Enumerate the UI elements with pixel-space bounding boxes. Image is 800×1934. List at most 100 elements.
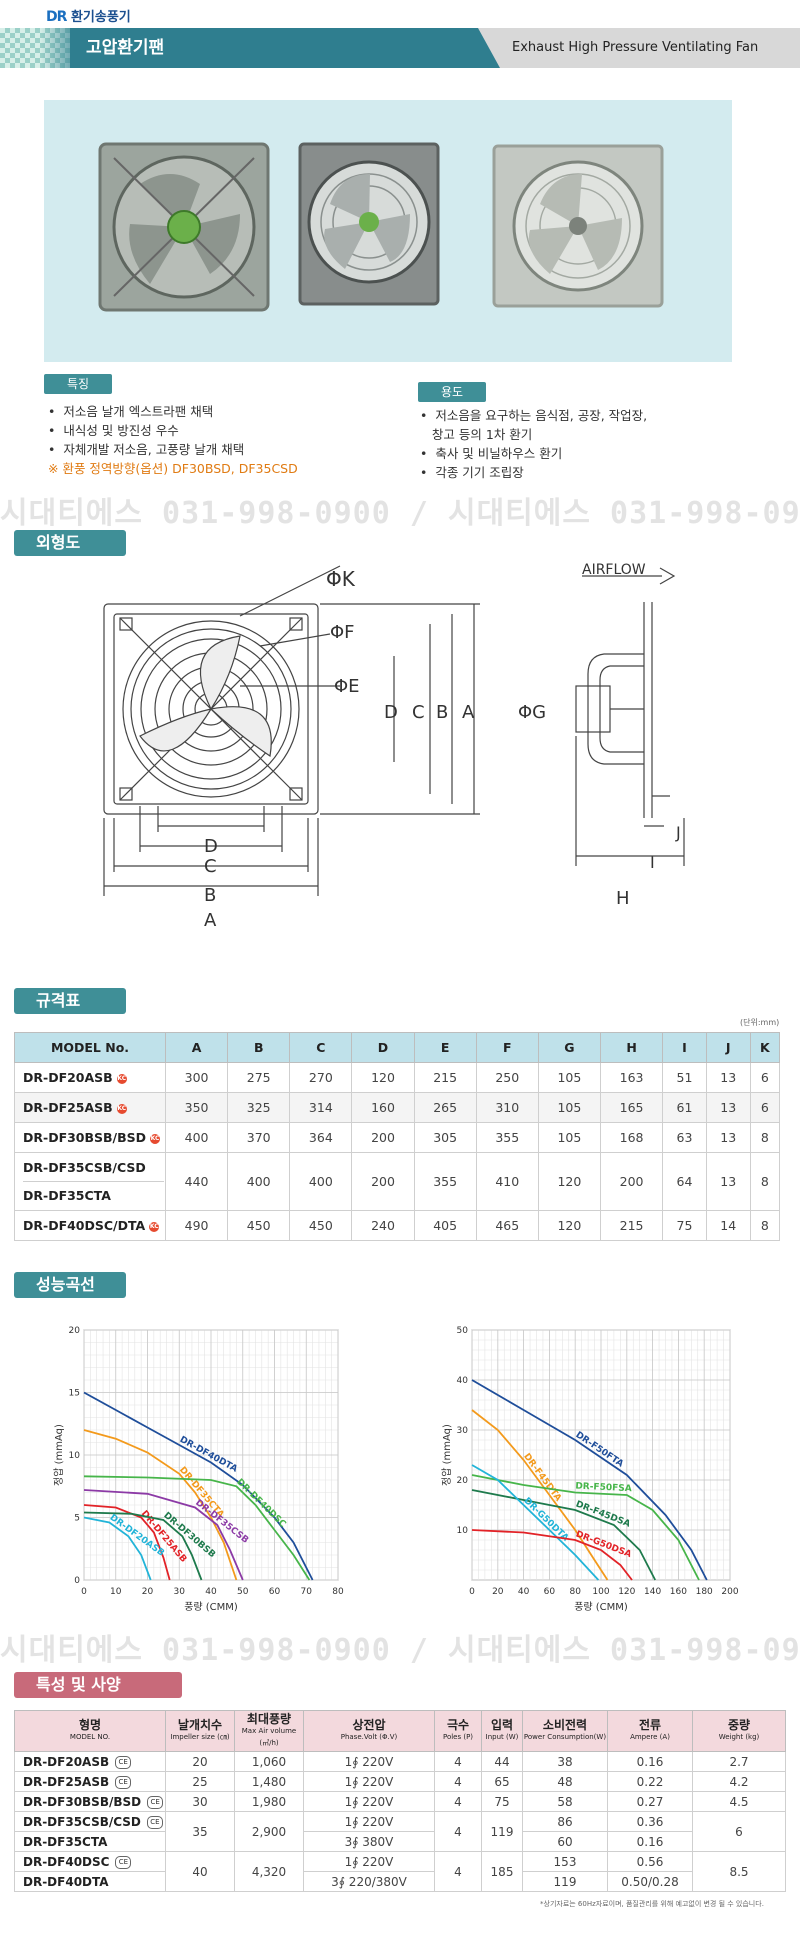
- char-cell: 4.2: [692, 1771, 786, 1792]
- spec-cell: 355: [475, 1122, 539, 1153]
- char-cell: 2,900: [234, 1811, 304, 1852]
- char-cell: 0.16: [607, 1831, 693, 1852]
- dim-d-h: D: [204, 836, 218, 857]
- char-row: DR-DF35CTA 3∮ 380V 60 0.16: [14, 1831, 786, 1852]
- spec-cell: 105: [537, 1092, 601, 1123]
- x-tick-label: 20: [142, 1587, 154, 1597]
- use-item: • 축사 및 비닐하우스 환기: [420, 446, 563, 461]
- spec-cell: 8: [749, 1122, 781, 1153]
- dim-d-v: D: [384, 702, 398, 723]
- dim-phi-e: ΦE: [334, 676, 360, 697]
- char-model: DR-DF35CTA: [14, 1831, 166, 1852]
- use-item: • 저소음을 요구하는 음식점, 공장, 작업장,: [420, 408, 648, 423]
- fan-photo-3: [492, 144, 664, 308]
- char-cell: 4.5: [692, 1791, 786, 1812]
- product-photos: [98, 142, 664, 312]
- char-cell: 0.16: [607, 1751, 693, 1772]
- dim-c-v: C: [412, 702, 425, 723]
- spec-cell: 250: [475, 1062, 539, 1093]
- section-title-spec: 규격표: [14, 988, 126, 1014]
- char-cell: 65: [481, 1771, 523, 1792]
- char-cell: 40: [165, 1851, 235, 1892]
- ce-mark-icon: CE: [146, 1815, 163, 1829]
- char-cell: 44: [481, 1751, 523, 1772]
- header-fade: [40, 28, 90, 68]
- x-tick-label: 80: [332, 1587, 344, 1597]
- spec-header: D: [351, 1032, 415, 1063]
- spec-cell: 325: [227, 1092, 291, 1123]
- y-tick-label: 20: [69, 1326, 81, 1336]
- spec-cell: 240: [351, 1210, 415, 1241]
- x-tick-label: 0: [469, 1587, 475, 1597]
- series-line-dr-f45dta: [471, 1409, 609, 1581]
- spec-header: G: [537, 1032, 601, 1063]
- y-tick-label: 15: [69, 1389, 80, 1399]
- char-cell: 1∮ 220V: [303, 1771, 435, 1792]
- spec-cell: 6: [749, 1092, 781, 1123]
- spec-cell: 8: [749, 1210, 781, 1241]
- char-cell: 48: [522, 1771, 608, 1792]
- char-cell: 0.27: [607, 1791, 693, 1812]
- char-cell: 8.5: [692, 1851, 786, 1892]
- dim-phi-f: ΦF: [330, 622, 355, 643]
- airflow-label: AIRFLOW: [582, 562, 646, 578]
- product-photo-panel: [44, 100, 732, 362]
- spec-cell: 300: [164, 1062, 229, 1093]
- ce-mark-icon: CE: [115, 1755, 132, 1769]
- watermark: 시대티에스 031-998-0900 / 시대티에스 031-998-0900 …: [0, 496, 800, 531]
- spec-cell: 61: [662, 1092, 707, 1123]
- brand-mark: DR: [46, 9, 67, 25]
- header-subtitle-bar: [500, 28, 800, 68]
- dim-c-h: C: [204, 856, 217, 877]
- uses-list: • 저소음을 요구하는 음식점, 공장, 작업장, 창고 등의 1차 환기 • …: [420, 406, 647, 482]
- section-title-drawing: 외형도: [14, 530, 126, 556]
- char-cell: 58: [522, 1791, 608, 1812]
- char-cell: 119: [522, 1871, 608, 1892]
- x-tick-label: 30: [174, 1587, 186, 1597]
- series-line-dr-g50dta: [471, 1464, 600, 1581]
- series-line-dr-df20asb: [83, 1516, 152, 1581]
- char-cell: 30: [165, 1791, 235, 1812]
- spec-cell: 400: [164, 1122, 229, 1153]
- char-cell: 86: [522, 1811, 608, 1832]
- dim-j: J: [675, 823, 681, 842]
- char-cell: 1,980: [234, 1791, 304, 1812]
- spec-cell: 440: [164, 1152, 229, 1211]
- spec-cell: 350: [164, 1092, 229, 1123]
- outline-drawing: ΦK ΦF ΦE D C B A D C B A ΦG J I H AIRFLO…: [103, 562, 685, 931]
- series-line-dr-df35cta: [83, 1429, 238, 1581]
- series-label: DR-F50FSA: [575, 1482, 632, 1495]
- char-cell: 0.50/0.28: [607, 1871, 693, 1892]
- x-tick-label: 160: [670, 1587, 687, 1597]
- series-line-dr-df25asb: [83, 1504, 171, 1581]
- y-tick-label: 0: [74, 1576, 80, 1586]
- x-tick-label: 0: [81, 1587, 87, 1597]
- dim-phi-g: ΦG: [518, 702, 546, 723]
- spec-cell: 165: [599, 1092, 664, 1123]
- char-cell: 0.22: [607, 1771, 693, 1792]
- ce-mark-icon: CE: [115, 1775, 132, 1789]
- char-cell: 35: [165, 1811, 235, 1852]
- char-cell: 38: [522, 1751, 608, 1772]
- spec-cell: 6: [749, 1062, 781, 1093]
- spec-cell: 8: [749, 1152, 781, 1211]
- spec-header: B: [227, 1032, 291, 1063]
- section-title-performance: 성능곡선: [14, 1272, 126, 1298]
- y-tick-label: 10: [457, 1526, 469, 1536]
- char-cell: 20: [165, 1751, 235, 1772]
- x-tick-label: 120: [618, 1587, 635, 1597]
